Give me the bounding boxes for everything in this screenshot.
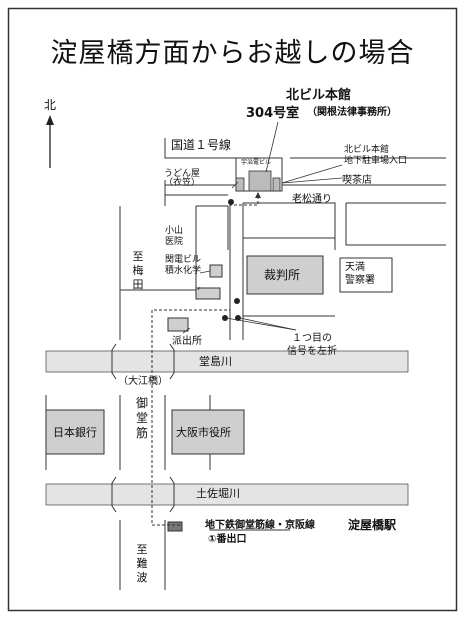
north-label: 北	[44, 98, 57, 112]
road-umeda-dir: 至梅田	[132, 250, 144, 291]
road-namba-dir: 至難波	[136, 543, 148, 584]
route-arrow-icon	[255, 192, 261, 198]
road-oimatsu: 老松通り	[292, 194, 332, 205]
river-tosabori-label: 土佐堀川	[196, 487, 240, 500]
road-kokudo: 国道１号線	[171, 138, 232, 152]
block-udon	[235, 177, 245, 192]
map-border	[7, 7, 458, 612]
station-name: 淀屋橋駅	[348, 518, 397, 532]
block-station-exit	[167, 521, 183, 532]
destination-sign: 宇治電ビル	[241, 159, 272, 166]
block-destination-hatch	[248, 170, 272, 192]
road-outlines	[45, 138, 446, 590]
destination-room: 304号室	[246, 106, 300, 121]
block-koyama	[209, 264, 223, 278]
block-koban	[167, 317, 189, 332]
block-police	[339, 257, 393, 293]
page-title: 淀屋橋方面からお越しの場合	[50, 38, 415, 69]
river-tosabori	[45, 483, 409, 506]
place-koyama: 小山 医院	[165, 226, 184, 247]
walking-route	[151, 196, 259, 526]
place-kanden: 関電ビル 積水化学	[165, 255, 202, 277]
block-boj	[45, 409, 105, 455]
signal-dots	[222, 199, 241, 321]
block-court	[246, 255, 324, 295]
destination-building: 北ビル本館	[286, 88, 352, 103]
station-exit: ①番出口	[208, 534, 247, 545]
river-dojima	[45, 350, 409, 373]
block-parking	[272, 177, 281, 192]
place-police: 天満 警察署	[345, 262, 375, 286]
place-kissa: 喫茶店	[342, 175, 372, 186]
place-boj: 日本銀行	[53, 426, 97, 439]
road-okoebashi: （大江橋）	[118, 376, 168, 387]
place-koban: 派出所	[172, 336, 202, 347]
place-city-hall: 大阪市役所	[176, 426, 231, 439]
north-arrow-icon	[46, 115, 54, 168]
destination-office: （関根法律事務所）	[307, 107, 397, 118]
place-udon: うどん屋 （衣笠）	[164, 169, 201, 188]
river-dojima-label: 堂島川	[199, 355, 232, 368]
station-lines: 地下鉄御堂筋線・京阪線	[205, 520, 315, 531]
place-parking: 北ビル本館 地下駐車場入口	[344, 145, 408, 166]
road-midosuji: 御堂筋	[135, 396, 148, 440]
buildings	[45, 157, 393, 532]
block-kanden	[195, 287, 221, 300]
place-court: 裁判所	[264, 268, 301, 282]
turn-left-note: １つ目の 信号を左折	[287, 333, 337, 357]
bridge-brackets	[111, 343, 175, 513]
leader-lines	[182, 121, 343, 334]
block-city-hall	[171, 409, 245, 455]
